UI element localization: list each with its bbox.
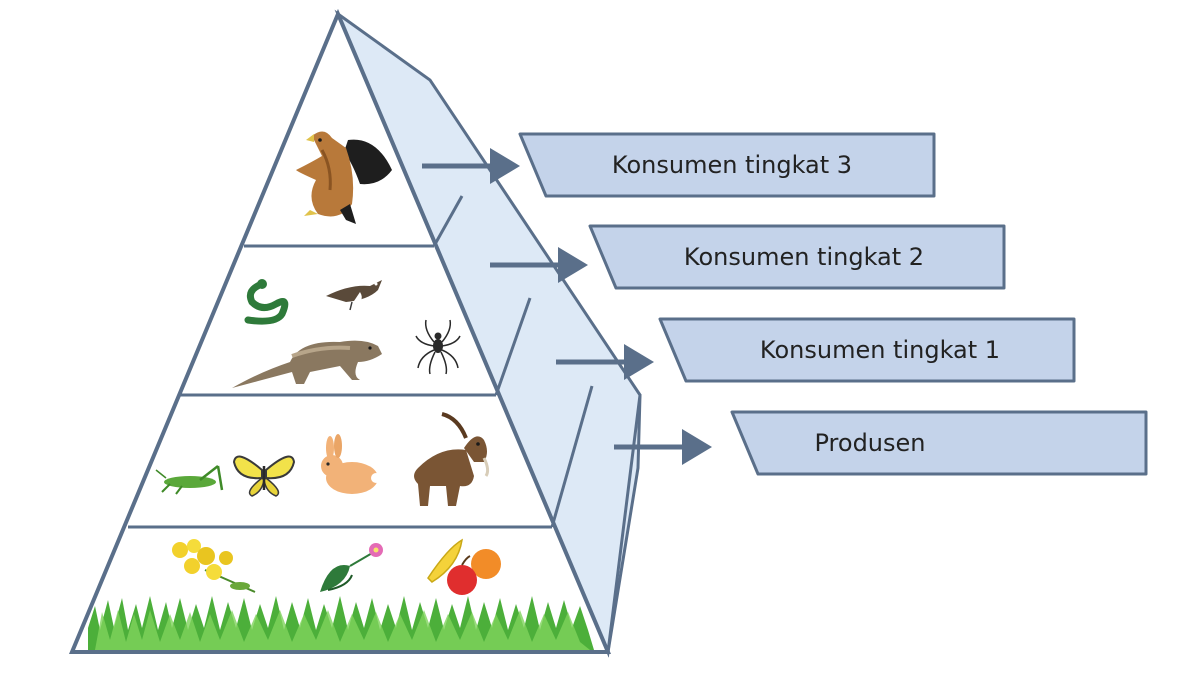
rabbit-icon [321, 434, 381, 494]
spider-icon [415, 319, 461, 375]
goat-icon [414, 412, 490, 506]
label-konsumen-tingkat-2: Konsumen tingkat 2 [588, 224, 1006, 290]
arrow-level-1 [556, 344, 654, 380]
eagle-icon [296, 131, 392, 224]
level-label-text: Konsumen tingkat 1 [760, 336, 1000, 364]
butterfly-icon [232, 455, 296, 497]
arrow-produsen [614, 429, 712, 465]
level-label-text: Konsumen tingkat 3 [612, 151, 852, 179]
fruit-icon [427, 538, 501, 595]
arrow-level-3 [422, 148, 520, 184]
label-konsumen-tingkat-1: Konsumen tingkat 1 [658, 317, 1076, 383]
arrow-level-2 [490, 247, 588, 283]
mongoose-icon [232, 340, 382, 388]
level-dividers [128, 195, 594, 529]
label-produsen: Produsen [730, 410, 1148, 476]
snake-icon [244, 279, 289, 325]
level-label-text: Konsumen tingkat 2 [684, 243, 924, 271]
yellow-flower-icon [172, 539, 256, 593]
plant-icon [320, 543, 383, 592]
grasshopper-icon [155, 465, 224, 495]
level-label-text: Produsen [815, 429, 926, 457]
grass-icon [88, 596, 594, 650]
label-konsumen-tingkat-3: Konsumen tingkat 3 [518, 132, 936, 198]
bird-icon [326, 280, 382, 311]
pyramid-front-face [68, 8, 612, 654]
